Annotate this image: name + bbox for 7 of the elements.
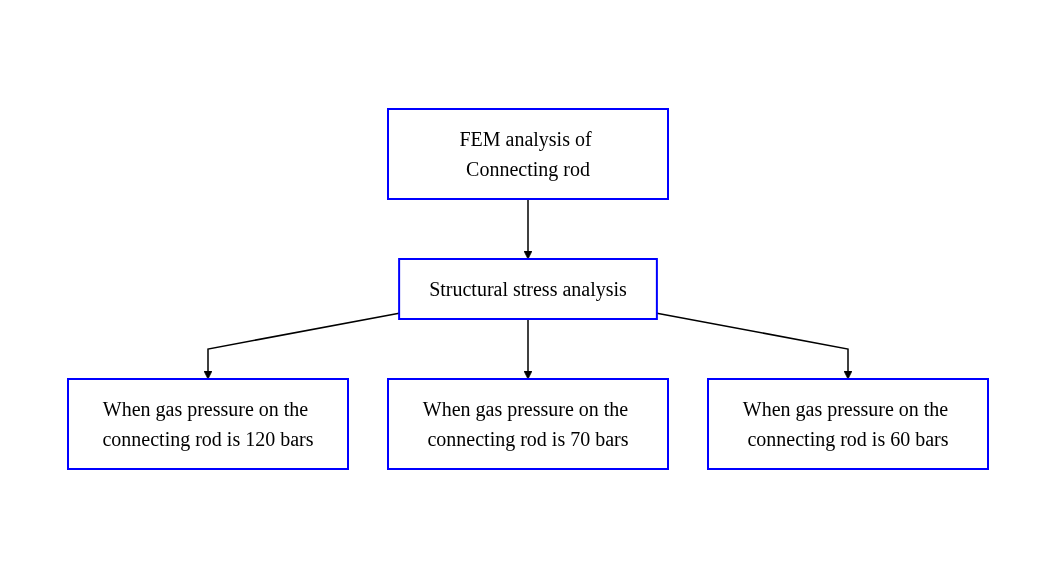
node-box: FEM analysis of Connecting rod [386,108,669,200]
node-box: When gas pressure on the connecting rod is 70 bars [386,378,669,470]
node-box: Structural stress analysis [397,258,658,320]
arrow [523,318,532,380]
node-box: When gas pressure on the connecting rod is 120 bars [66,378,349,470]
node-box: When gas pressure on the connecting rod is 60 bars [706,378,989,470]
arrow [523,198,532,260]
